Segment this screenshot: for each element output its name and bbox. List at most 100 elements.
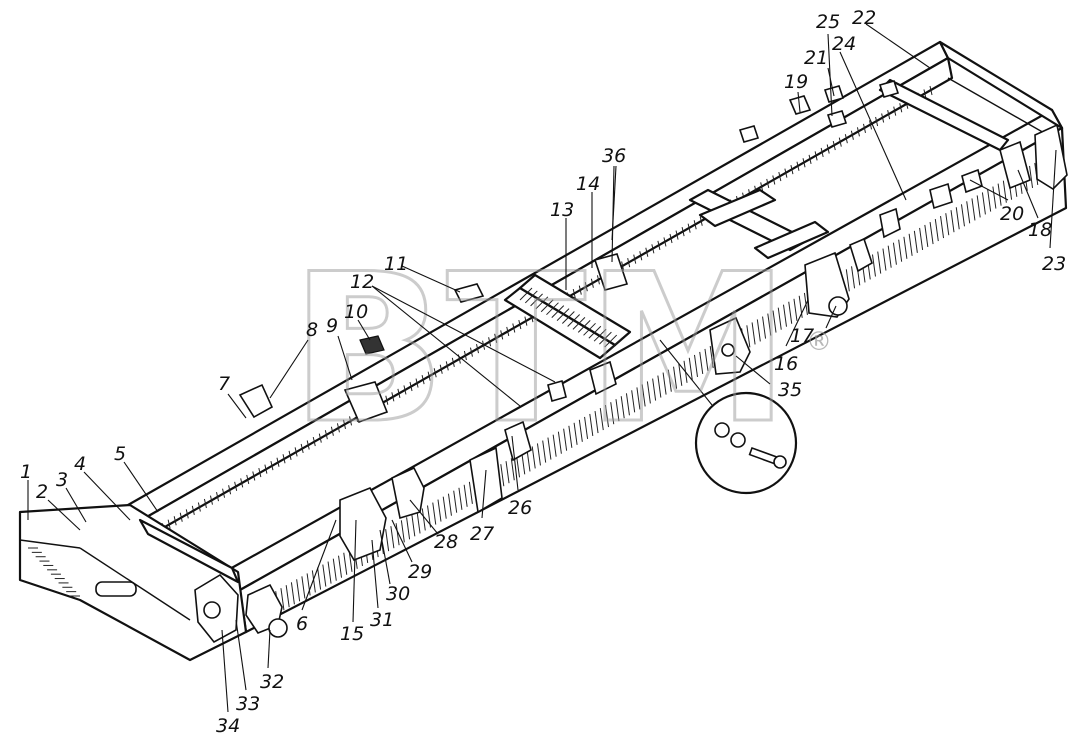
shading-stroke [681,227,685,237]
shading-stroke [610,402,615,425]
crossmember-x-brace [688,188,830,260]
callout-34: 34 [216,715,240,737]
callout-7: 7 [218,373,230,395]
shading-stroke [960,204,965,227]
shading-stroke [633,254,637,264]
shading-stroke [318,433,322,443]
shading-stroke [1029,165,1034,188]
shading-stroke [594,410,599,434]
shading-stroke [519,287,533,301]
shading-stroke [826,144,830,154]
shading-stroke [657,240,661,250]
callout-21: 21 [804,47,828,69]
callout-12: 12 [350,271,374,293]
shading-stroke [790,165,794,175]
shading-stroke [981,192,986,215]
callout-24: 24 [832,33,856,55]
shading-stroke [777,307,782,330]
callout-25: 25 [816,11,840,33]
shading-stroke [667,369,672,392]
shading-stroke [669,233,673,244]
shading-stroke [427,371,431,381]
shading-stroke [463,484,468,507]
shading-stroke [542,440,547,463]
shading-stroke [290,582,295,605]
shading-stroke [400,520,405,543]
shading-stroke [572,288,576,299]
callout-35: 35 [778,379,802,401]
shading-stroke [524,290,538,304]
shading-stroke [203,498,207,509]
callout-15: 15 [340,623,364,645]
shading-stroke [639,251,643,261]
shading-stroke [863,123,866,133]
callout-13: 13 [550,199,574,221]
shading-stroke [940,216,945,239]
shading-stroke [971,198,976,221]
shading-stroke [851,266,856,289]
shading-stroke [875,116,879,127]
shading-stroke [173,516,177,526]
shading-stroke [615,399,620,422]
callout-labels: 1 2 3 4 5 6 7 8 9 10 11 12 13 14 15 16 1… [20,7,1066,737]
shading-stroke [762,316,767,339]
shading-stroke [416,511,421,534]
shading-stroke [258,467,262,478]
shading-stroke [390,526,395,549]
shading-stroke [240,478,244,488]
shading-stroke [593,328,607,342]
shading-stroke [526,449,531,472]
shading-stroke [453,490,458,513]
shading-stroke [627,257,631,268]
shading-stroke [704,348,709,372]
shading-stroke [578,285,582,295]
shading-stroke [784,168,788,178]
shading-stroke [317,567,322,590]
shading-stroke [751,322,756,345]
shading-stroke [657,375,662,398]
shading-stroke [415,378,419,388]
shading-stroke [282,454,286,464]
shading-stroke [756,319,761,342]
callout-3: 3 [56,469,68,491]
shading-stroke [567,314,581,327]
callout-29: 29 [408,561,432,583]
shading-stroke [421,508,426,531]
shading-stroke [631,390,636,413]
shading-stroke [252,471,256,481]
shading-stroke [332,558,337,581]
shading-stroke [296,579,301,602]
watermark-registered-mark: ® [806,327,832,357]
shading-stroke [445,361,449,371]
shading-stroke [327,561,332,584]
shading-stroke [903,236,908,259]
shading-stroke [536,443,541,466]
callout-11: 11 [384,253,408,275]
shading-stroke [573,422,578,445]
shading-stroke [343,552,348,575]
shading-stroke [663,237,667,247]
shading-stroke [385,529,390,552]
shading-stroke [820,147,824,158]
shading-stroke [609,337,623,351]
shading-stroke [746,325,751,348]
shading-stroke [516,455,521,478]
shading-stroke [276,457,280,467]
shading-stroke [919,227,924,250]
callout-9: 9 [326,315,338,337]
callout-23: 23 [1042,253,1066,275]
fastener-detail-circle [659,339,798,495]
shading-stroke [881,113,885,123]
shading-stroke [709,345,714,369]
shading-stroke [871,254,876,277]
shading-stroke [179,512,183,522]
shading-stroke [552,434,557,457]
shading-stroke [469,347,473,357]
shading-stroke [468,481,473,504]
shading-stroke [945,213,950,236]
shading-stroke [887,245,892,268]
shading-stroke [693,220,697,230]
shading-stroke [500,464,505,487]
callout-28: 28 [434,531,458,553]
